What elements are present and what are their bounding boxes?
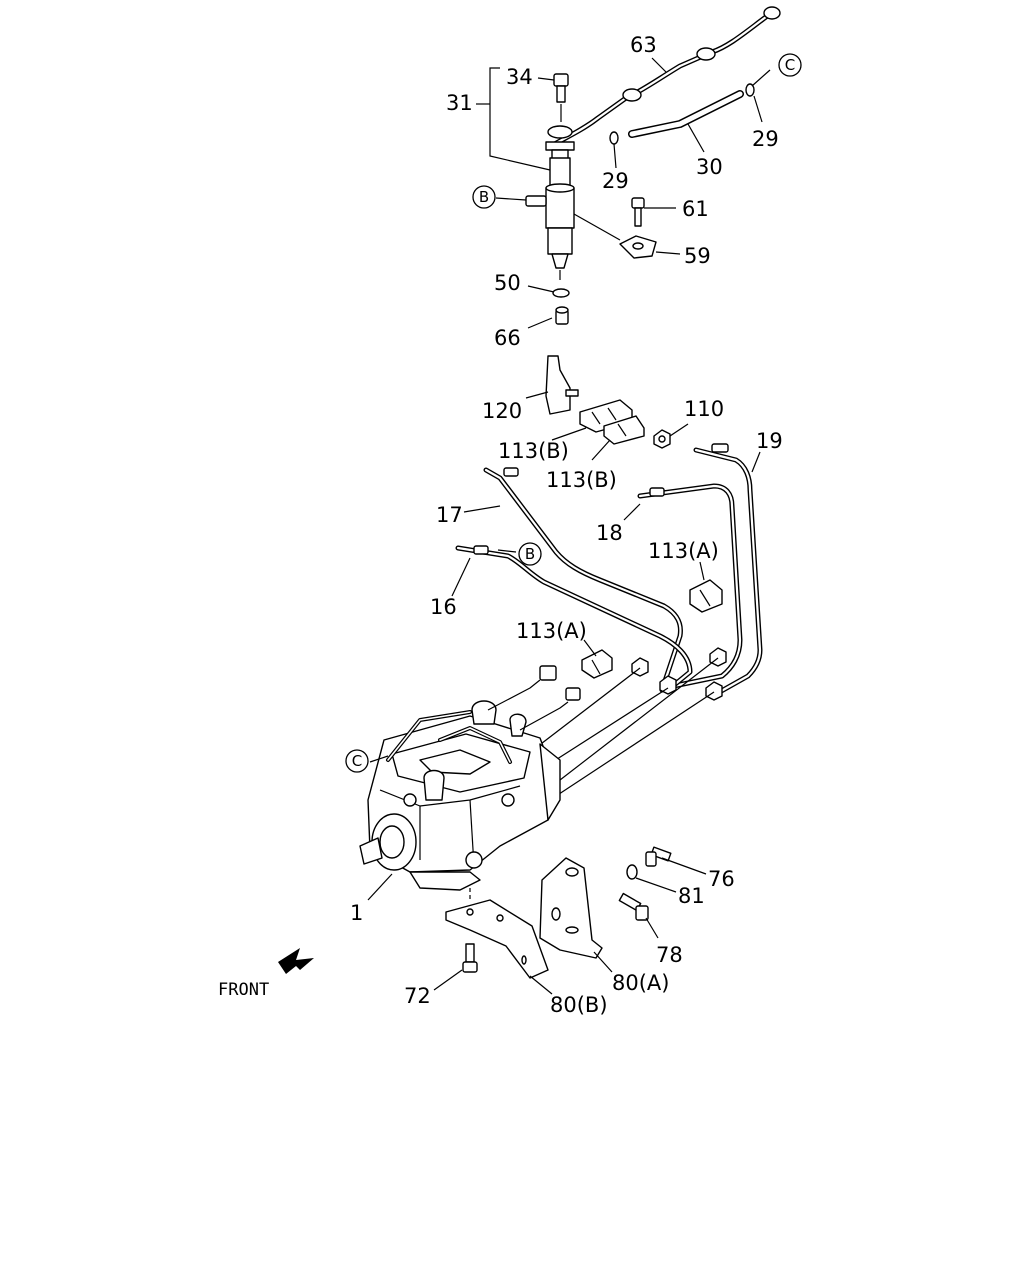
eye-bolt-34 <box>553 73 569 122</box>
callout-1: 1 <box>350 901 363 925</box>
washer-81 <box>626 864 638 880</box>
ref-circle-c-pump: C <box>345 749 369 773</box>
bolt-61 <box>631 197 645 227</box>
ref-circle-b-injector: B <box>472 185 496 209</box>
callout-16: 16 <box>430 595 457 619</box>
callout-113b-lower: 113(B) <box>546 468 617 492</box>
callout-113a-right: 113(A) <box>648 539 719 563</box>
svg-text:B: B <box>525 545 535 563</box>
front-arrow-icon <box>278 948 314 974</box>
ref-circle-b-pipe: B <box>518 542 542 566</box>
leak-off-pipe-63 <box>545 6 781 151</box>
clamp-113a-left <box>581 649 613 679</box>
nut-110 <box>653 429 671 449</box>
callout-31: 31 <box>446 91 473 115</box>
svg-text:C: C <box>785 56 795 74</box>
callout-66: 66 <box>494 326 521 350</box>
injector-inlet-fitting <box>495 195 547 207</box>
injection-nozzle-31 <box>545 157 575 280</box>
callout-120: 120 <box>482 399 522 423</box>
callout-76: 76 <box>708 867 735 891</box>
callout-30: 30 <box>696 155 723 179</box>
leader-lines <box>367 57 771 995</box>
callout-63: 63 <box>630 33 657 57</box>
clamp-113b-lower <box>603 415 645 445</box>
bracket-120 <box>545 355 579 415</box>
injection-pipe-18 <box>637 483 743 691</box>
return-hose-30 <box>628 90 744 138</box>
nozzle-clamp-59 <box>619 235 657 259</box>
callout-113b-upper: 113(B) <box>498 439 569 463</box>
injector-assembly <box>495 6 781 325</box>
callout-17: 17 <box>436 503 463 527</box>
washer-50 <box>552 288 570 298</box>
pipe-nuts <box>631 647 727 701</box>
callout-72: 72 <box>404 984 431 1008</box>
svg-text:B: B <box>479 188 489 206</box>
callout-80b: 80(B) <box>550 993 608 1017</box>
svg-text:C: C <box>352 752 362 770</box>
callout-29-left: 29 <box>602 169 629 193</box>
hose-clip-29-left <box>609 131 619 145</box>
callout-110: 110 <box>684 397 724 421</box>
callout-labels: 63 34 31 29 29 30 61 59 50 66 120 110 11… <box>218 33 783 1017</box>
callout-34: 34 <box>506 65 533 89</box>
injection-pipe-19 <box>693 443 763 697</box>
callout-29-right: 29 <box>752 127 779 151</box>
bracket-80b <box>445 899 549 979</box>
callout-59: 59 <box>684 244 711 268</box>
callout-113a-left: 113(A) <box>516 619 587 643</box>
callout-78: 78 <box>656 943 683 967</box>
hose-clip-29-right <box>745 83 755 97</box>
bolt-76 <box>645 846 672 867</box>
injector-fitting <box>545 125 575 161</box>
front-label: FRONT <box>218 980 269 1000</box>
callout-81: 81 <box>678 884 705 908</box>
bolt-78 <box>618 892 649 921</box>
callout-18: 18 <box>596 521 623 545</box>
injection-pipe-17 <box>483 467 683 693</box>
callout-50: 50 <box>494 271 521 295</box>
bolt-72 <box>462 888 478 973</box>
injection-pump-1 <box>359 665 581 891</box>
callout-80a: 80(A) <box>612 971 669 995</box>
clamp-113a-right <box>689 579 723 613</box>
injection-pipe-16 <box>455 545 693 693</box>
callout-19: 19 <box>756 429 783 453</box>
insulator-66 <box>555 306 569 325</box>
bracket-80a <box>539 857 603 959</box>
callout-61: 61 <box>682 197 709 221</box>
ref-circle-c-top: C <box>778 53 802 77</box>
